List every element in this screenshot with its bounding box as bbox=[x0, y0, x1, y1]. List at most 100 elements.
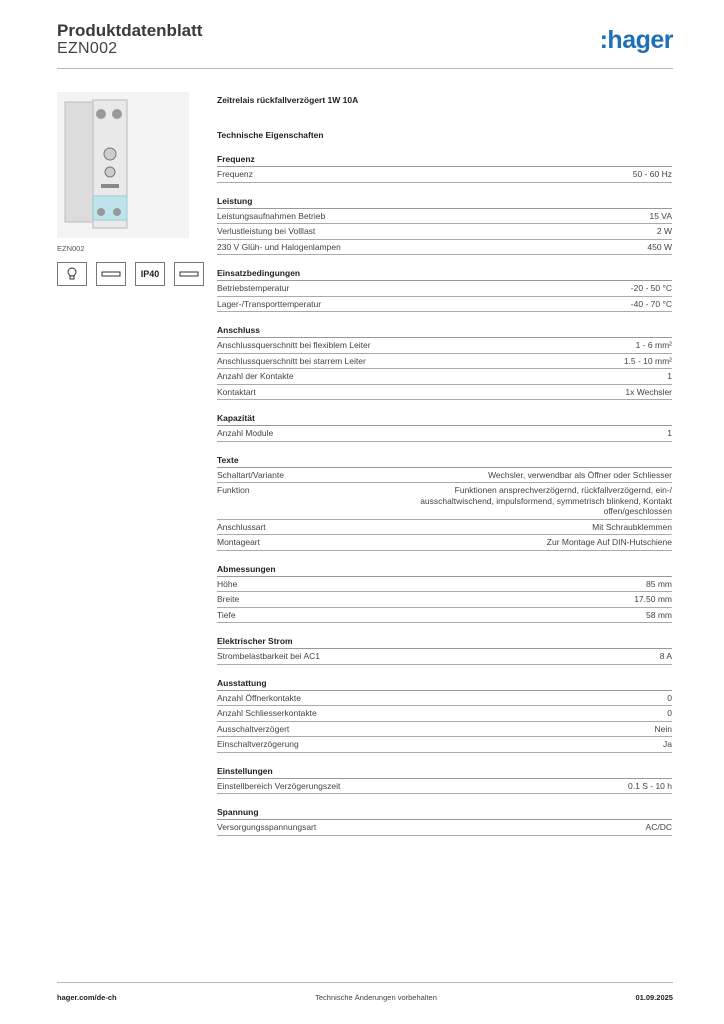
lamp-icon bbox=[57, 262, 87, 286]
header-divider bbox=[57, 68, 673, 69]
spec-row: Anzahl der Kontakte 1 bbox=[217, 369, 672, 385]
hager-logo[interactable]: :hager bbox=[599, 26, 674, 54]
section-heading: Einstellungen bbox=[217, 766, 672, 779]
spec-label: Anzahl der Kontakte bbox=[217, 371, 294, 381]
section-heading: Ausstattung bbox=[217, 678, 672, 691]
spec-label: Lager-/Transporttemperatur bbox=[217, 298, 322, 309]
spec-label: Einschaltverzögerung bbox=[217, 739, 299, 749]
spec-value: Nein bbox=[654, 723, 672, 734]
spec-label: Einstellbereich Verzögerungszeit bbox=[217, 780, 341, 791]
spec-value: Zur Montage Auf DIN-Hutschiene bbox=[546, 537, 672, 547]
spec-label: Verlustleistung bei Volllast bbox=[217, 226, 316, 236]
spec-value: 0 bbox=[667, 708, 672, 718]
spec-row: Einstellbereich Verzögerungszeit 0.1 S - … bbox=[217, 779, 672, 794]
spec-label: Leistungsaufnahmen Betrieb bbox=[217, 210, 326, 221]
section-heading: Frequenz bbox=[217, 154, 672, 167]
section-heading: Kapazität bbox=[217, 413, 672, 426]
spec-row: Verlustleistung bei Volllast 2 W bbox=[217, 224, 672, 240]
spec-label: Montageart bbox=[217, 537, 260, 547]
spec-value: 1 bbox=[667, 428, 672, 438]
spec-label: Anzahl Module bbox=[217, 428, 274, 438]
spec-row: Einschaltverzögerung Ja bbox=[217, 737, 672, 753]
spec-value: Funktionen ansprechverzögernd, rückfallv… bbox=[420, 485, 672, 516]
spec-row: Anschlussquerschnitt bei flexiblem Leite… bbox=[217, 338, 672, 354]
product-title: Zeitrelais rückfallverzögert 1W 10A bbox=[217, 95, 359, 105]
spec-label: Höhe bbox=[217, 578, 238, 589]
product-image bbox=[57, 92, 189, 238]
spec-label: Schaltart/Variante bbox=[217, 469, 284, 480]
din-rail-icon bbox=[96, 262, 126, 286]
spec-label: Frequenz bbox=[217, 169, 253, 179]
footer-date: 01.09.2025 bbox=[635, 993, 673, 1002]
spec-label: Funktion bbox=[217, 485, 250, 495]
section-heading: Einsatzbedingungen bbox=[217, 268, 672, 281]
spec-row: Lager-/Transporttemperatur -40 - 70 °C bbox=[217, 297, 672, 312]
spec-value: 1 - 6 mm² bbox=[635, 340, 672, 350]
section-heading: Abmessungen bbox=[217, 564, 672, 577]
footer: hager.com/de-ch Technische Änderungen vo… bbox=[57, 982, 673, 1002]
page-title: Produktdatenblatt bbox=[57, 21, 203, 40]
section-heading: Anschluss bbox=[217, 325, 672, 338]
spec-label: Betriebstemperatur bbox=[217, 283, 290, 293]
spec-row: Montageart Zur Montage Auf DIN-Hutschiene bbox=[217, 535, 672, 551]
spec-label: Anschlussquerschnitt bei starrem Leiter bbox=[217, 355, 366, 366]
footer-website-link[interactable]: hager.com/de-ch bbox=[57, 993, 117, 1002]
spec-value: Mit Schraubklemmen bbox=[592, 521, 672, 532]
spec-value: Wechsler, verwendbar als Öffner oder Sch… bbox=[488, 469, 672, 480]
spec-row: Versorgungsspannungsart AC/DC bbox=[217, 820, 672, 836]
spec-value: AC/DC bbox=[645, 822, 672, 832]
section-heading: Texte bbox=[217, 455, 672, 468]
footer-disclaimer: Technische Änderungen vorbehalten bbox=[315, 993, 437, 1002]
spec-label: Kontaktart bbox=[217, 386, 256, 397]
spec-value: 2 W bbox=[656, 226, 672, 236]
spec-row: Anzahl Schliesserkontakte 0 bbox=[217, 706, 672, 722]
spec-label: Tiefe bbox=[217, 609, 236, 620]
spec-label: Breite bbox=[217, 594, 240, 604]
spec-value: 1 bbox=[667, 371, 672, 381]
spec-row: Leistungsaufnahmen Betrieb 15 VA bbox=[217, 209, 672, 224]
spec-value: 0 bbox=[667, 692, 672, 703]
spec-panel: Zeitrelais rückfallverzögert 1W 10A Tech… bbox=[217, 95, 672, 849]
section-heading: Leistung bbox=[217, 196, 672, 209]
spec-value: 1x Wechsler bbox=[625, 386, 672, 397]
spec-row: Schaltart/Variante Wechsler, verwendbar a… bbox=[217, 468, 672, 483]
spec-row: Betriebstemperatur -20 - 50 °C bbox=[217, 281, 672, 297]
spec-row: Anzahl Module 1 bbox=[217, 426, 672, 442]
spec-value: 8 A bbox=[659, 651, 672, 661]
feature-icons: IP40 bbox=[57, 262, 204, 286]
tech-heading: Technische Eigenschaften bbox=[217, 130, 324, 140]
spec-value: 85 mm bbox=[646, 578, 672, 589]
spec-value: 15 VA bbox=[649, 210, 672, 221]
section-heading: Spannung bbox=[217, 807, 672, 820]
spec-label: Ausschaltverzögert bbox=[217, 723, 290, 734]
spec-value: Ja bbox=[663, 739, 672, 749]
spec-row: Kontaktart 1x Wechsler bbox=[217, 385, 672, 400]
spec-value: 0.1 S - 10 h bbox=[628, 780, 672, 791]
spec-label: Versorgungsspannungsart bbox=[217, 822, 317, 832]
spec-row: Funktion Funktionen ansprechverzögernd, r… bbox=[217, 483, 672, 520]
spec-row: Ausschaltverzögert Nein bbox=[217, 722, 672, 737]
spec-value: -20 - 50 °C bbox=[630, 283, 672, 293]
spec-value: -40 - 70 °C bbox=[630, 298, 672, 309]
spec-label: 230 V Glüh- und Halogenlampen bbox=[217, 241, 341, 252]
spec-label: Anzahl Schliesserkontakte bbox=[217, 708, 317, 718]
din-rail-icon bbox=[174, 262, 204, 286]
